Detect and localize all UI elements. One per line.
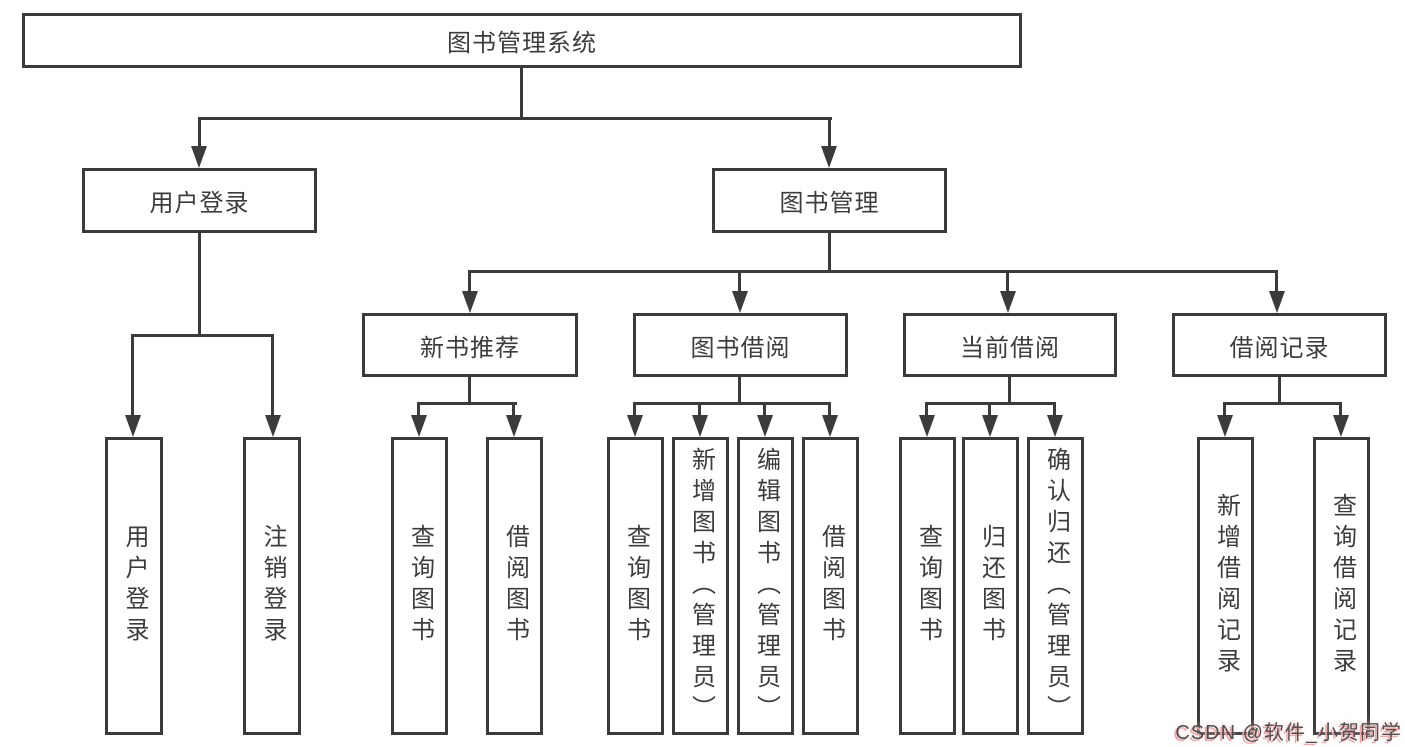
connector-vline xyxy=(131,334,134,418)
connector-vline xyxy=(828,402,831,418)
connector-vline xyxy=(698,402,701,418)
node-new-book-recommend: 新书推荐 xyxy=(362,313,578,377)
arrowhead-down-icon xyxy=(1333,415,1349,437)
arrowhead-down-icon xyxy=(411,415,427,437)
connector-vline xyxy=(738,377,741,405)
leaf-return-books: 归还图书 xyxy=(962,437,1019,735)
connector-vline xyxy=(738,270,741,293)
connector-hline xyxy=(1223,402,1342,405)
leaf-label: 借阅图书 xyxy=(501,524,529,648)
leaf-search-books-1: 查询图书 xyxy=(391,437,448,735)
connector-hline xyxy=(417,402,517,405)
connector-vline xyxy=(1006,270,1009,293)
connector-hline xyxy=(468,270,1278,273)
leaf-label: 注销登录 xyxy=(259,524,286,648)
node-book-borrowing: 图书借阅 xyxy=(633,313,848,377)
arrowhead-down-icon xyxy=(821,146,837,168)
connector-hline xyxy=(633,402,831,405)
connector-vline xyxy=(271,334,274,418)
connector-vline xyxy=(1223,402,1226,418)
connector-vline xyxy=(925,402,928,418)
node-borrowing-records: 借阅记录 xyxy=(1172,313,1387,377)
node-label: 图书管理系统 xyxy=(447,30,597,57)
arrowhead-down-icon xyxy=(692,415,708,437)
connector-vline xyxy=(468,270,471,293)
leaf-logout: 注销登录 xyxy=(243,437,301,735)
leaf-edit-books-admin: 编辑图书（管理员） xyxy=(737,437,794,735)
connector-vline xyxy=(198,233,201,337)
connector-vline xyxy=(468,377,471,405)
connector-hline xyxy=(198,117,832,120)
leaf-label: 查询图书 xyxy=(622,524,650,648)
node-user-login: 用户登录 xyxy=(82,168,317,233)
arrowhead-down-icon xyxy=(919,415,935,437)
arrowhead-down-icon xyxy=(1269,291,1285,313)
connector-vline xyxy=(198,117,201,148)
leaf-label: 用户登录 xyxy=(121,524,148,648)
node-label: 图书管理 xyxy=(779,190,880,217)
leaf-search-borrow-record: 查询借阅记录 xyxy=(1313,437,1370,735)
leaf-borrow-books-1: 借阅图书 xyxy=(486,437,543,735)
arrowhead-down-icon xyxy=(627,415,643,437)
leaf-search-books-2: 查询图书 xyxy=(607,437,664,735)
csdn-watermark: CSDN @软件_小贺同学 xyxy=(1175,722,1402,744)
arrowhead-down-icon xyxy=(982,415,998,437)
connector-vline xyxy=(763,402,766,418)
connector-vline xyxy=(1053,402,1056,418)
leaf-label: 查询图书 xyxy=(406,524,434,648)
leaf-confirm-return-admin: 确认归还（管理员） xyxy=(1027,437,1084,735)
arrowhead-down-icon xyxy=(462,291,478,313)
node-book-management: 图书管理 xyxy=(712,168,947,233)
arrowhead-down-icon xyxy=(1000,291,1016,313)
connector-vline xyxy=(512,402,515,418)
connector-vline xyxy=(828,233,831,273)
node-label: 图书借阅 xyxy=(690,334,791,362)
leaf-label: 确认归还（管理员） xyxy=(1042,446,1070,726)
node-label: 新书推荐 xyxy=(420,334,520,362)
node-label: 借阅记录 xyxy=(1229,334,1330,362)
arrowhead-down-icon xyxy=(822,415,838,437)
arrowhead-down-icon xyxy=(125,415,141,437)
connector-vline xyxy=(1275,270,1278,293)
arrowhead-down-icon xyxy=(265,415,281,437)
leaf-label: 新增图书（管理员） xyxy=(687,446,715,726)
connector-vline xyxy=(828,117,831,148)
leaf-search-books-3: 查询图书 xyxy=(899,437,956,735)
arrowhead-down-icon xyxy=(1217,415,1233,437)
connector-vline xyxy=(417,402,420,418)
leaf-label: 查询图书 xyxy=(914,524,942,648)
arrowhead-down-icon xyxy=(757,415,773,437)
node-label: 当前借阅 xyxy=(960,334,1060,362)
connector-vline xyxy=(1008,377,1011,405)
connector-vline xyxy=(633,402,636,418)
leaf-label: 新增借阅记录 xyxy=(1212,493,1240,679)
arrowhead-down-icon xyxy=(1047,415,1063,437)
arrowhead-down-icon xyxy=(506,415,522,437)
node-label: 用户登录 xyxy=(149,190,250,217)
leaf-label: 借阅图书 xyxy=(817,524,845,648)
leaf-label: 查询借阅记录 xyxy=(1328,493,1356,679)
leaf-label: 归还图书 xyxy=(977,524,1005,648)
leaf-user-login: 用户登录 xyxy=(105,437,163,735)
leaf-add-books-admin: 新增图书（管理员） xyxy=(672,437,729,735)
connector-vline xyxy=(1278,377,1281,405)
connector-vline xyxy=(988,402,991,418)
connector-vline xyxy=(1339,402,1342,418)
leaf-borrow-books-2: 借阅图书 xyxy=(802,437,859,735)
connector-hline xyxy=(131,334,274,337)
arrowhead-down-icon xyxy=(191,146,207,168)
connector-vline xyxy=(520,68,523,118)
arrowhead-down-icon xyxy=(732,291,748,313)
leaf-add-borrow-record: 新增借阅记录 xyxy=(1197,437,1254,735)
node-current-borrowing: 当前借阅 xyxy=(903,313,1117,377)
node-library-management-system: 图书管理系统 xyxy=(22,13,1022,68)
leaf-label: 编辑图书（管理员） xyxy=(752,446,780,726)
